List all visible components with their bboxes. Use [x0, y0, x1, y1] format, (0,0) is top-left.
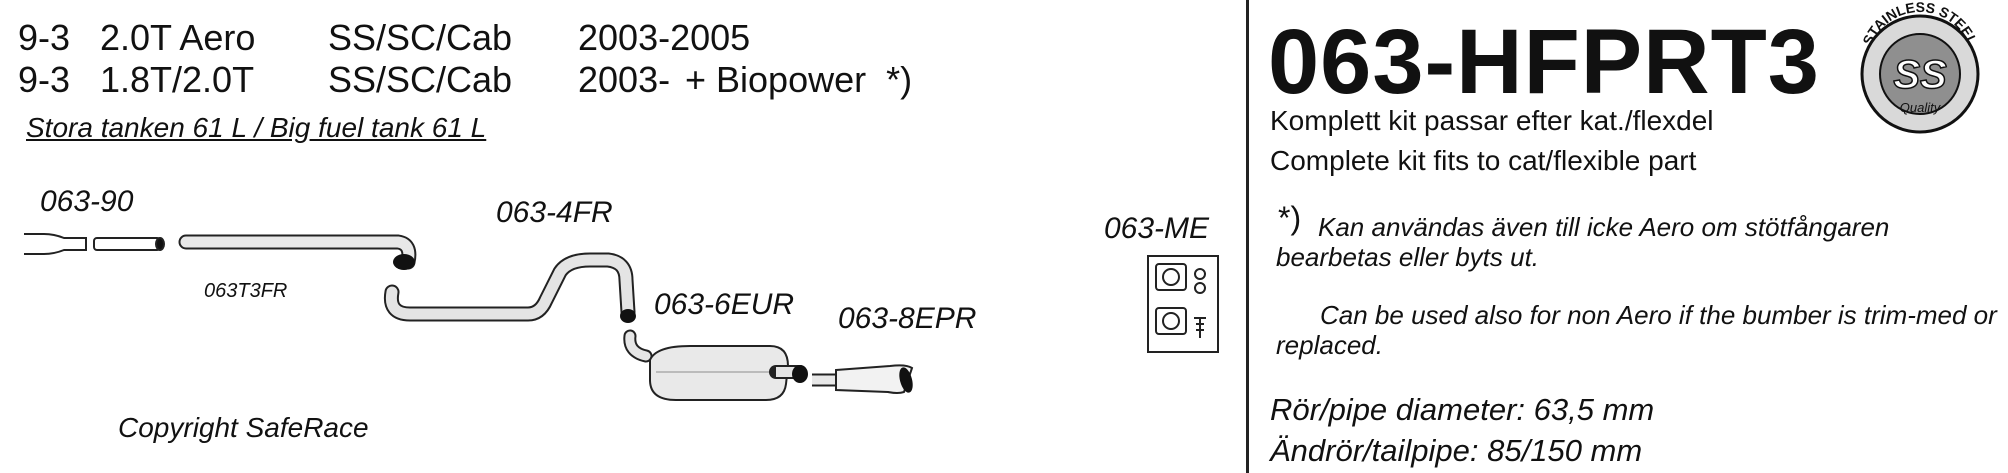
desc-swedish: Komplett kit passar efter kat./flexdel — [1270, 105, 1714, 136]
header-years-2: 2003- — [578, 59, 671, 100]
label-063-4FR: 063-4FR — [496, 196, 613, 229]
header-model-1: 9-3 — [18, 17, 71, 58]
header-years-1: 2003-2005 — [578, 17, 751, 58]
note-marker: *) — [1278, 200, 1302, 236]
tailpipe-063-8EPR — [812, 364, 914, 394]
badge-top-text: STAINLESS STEEL — [1859, 0, 1981, 48]
badge-ss-text: SS — [1893, 53, 1947, 97]
rear-silencer-063-6EUR — [623, 329, 808, 401]
copyright-text: Copyright SafeRace — [118, 412, 369, 443]
connector-pipe-063-90 — [24, 233, 165, 255]
label-063-90: 063-90 — [40, 185, 134, 218]
front-pipe-063T3FR — [178, 234, 417, 270]
mid-pipe-063-4FR — [383, 252, 636, 323]
tailpipe-size: Ändrör/tailpipe: 85/150 mm — [1270, 433, 1643, 468]
header-model-2: 9-3 — [18, 59, 71, 100]
desc-english: Complete kit fits to cat/flexible part — [1270, 145, 1697, 176]
header-engine-2: 1.8T/2.0T — [100, 59, 255, 100]
note-swedish-line: Kan användas även till icke Aero om stöt… — [1276, 212, 1890, 272]
badge-quality-text: Quality — [1900, 100, 1942, 115]
label-063T3FR: 063T3FR — [204, 280, 288, 302]
header-body-2: SS/SC/Cab — [328, 59, 513, 100]
tank-note: Stora tanken 61 L / Big fuel tank 61 L — [26, 112, 487, 143]
label-063-ME: 063-ME — [1104, 212, 1210, 245]
header-engine-1: 2.0T Aero — [100, 17, 256, 58]
header-body-1: SS/SC/Cab — [328, 17, 513, 58]
note-english: Can be used also for non Aero if the bum… — [1276, 300, 1997, 360]
mounting-kit-063-ME — [1147, 255, 1219, 353]
header-extra-2: + Biopower *) — [685, 59, 913, 100]
exhaust-diagram — [24, 233, 1219, 401]
pipe-diameter: Rör/pipe diameter: 63,5 mm — [1270, 392, 1655, 427]
label-063-6EUR: 063-6EUR — [654, 288, 795, 321]
product-code: 063-HFPRT3 — [1268, 11, 1820, 113]
label-063-8EPR: 063-8EPR — [838, 302, 977, 335]
vertical-divider — [1246, 0, 1249, 473]
